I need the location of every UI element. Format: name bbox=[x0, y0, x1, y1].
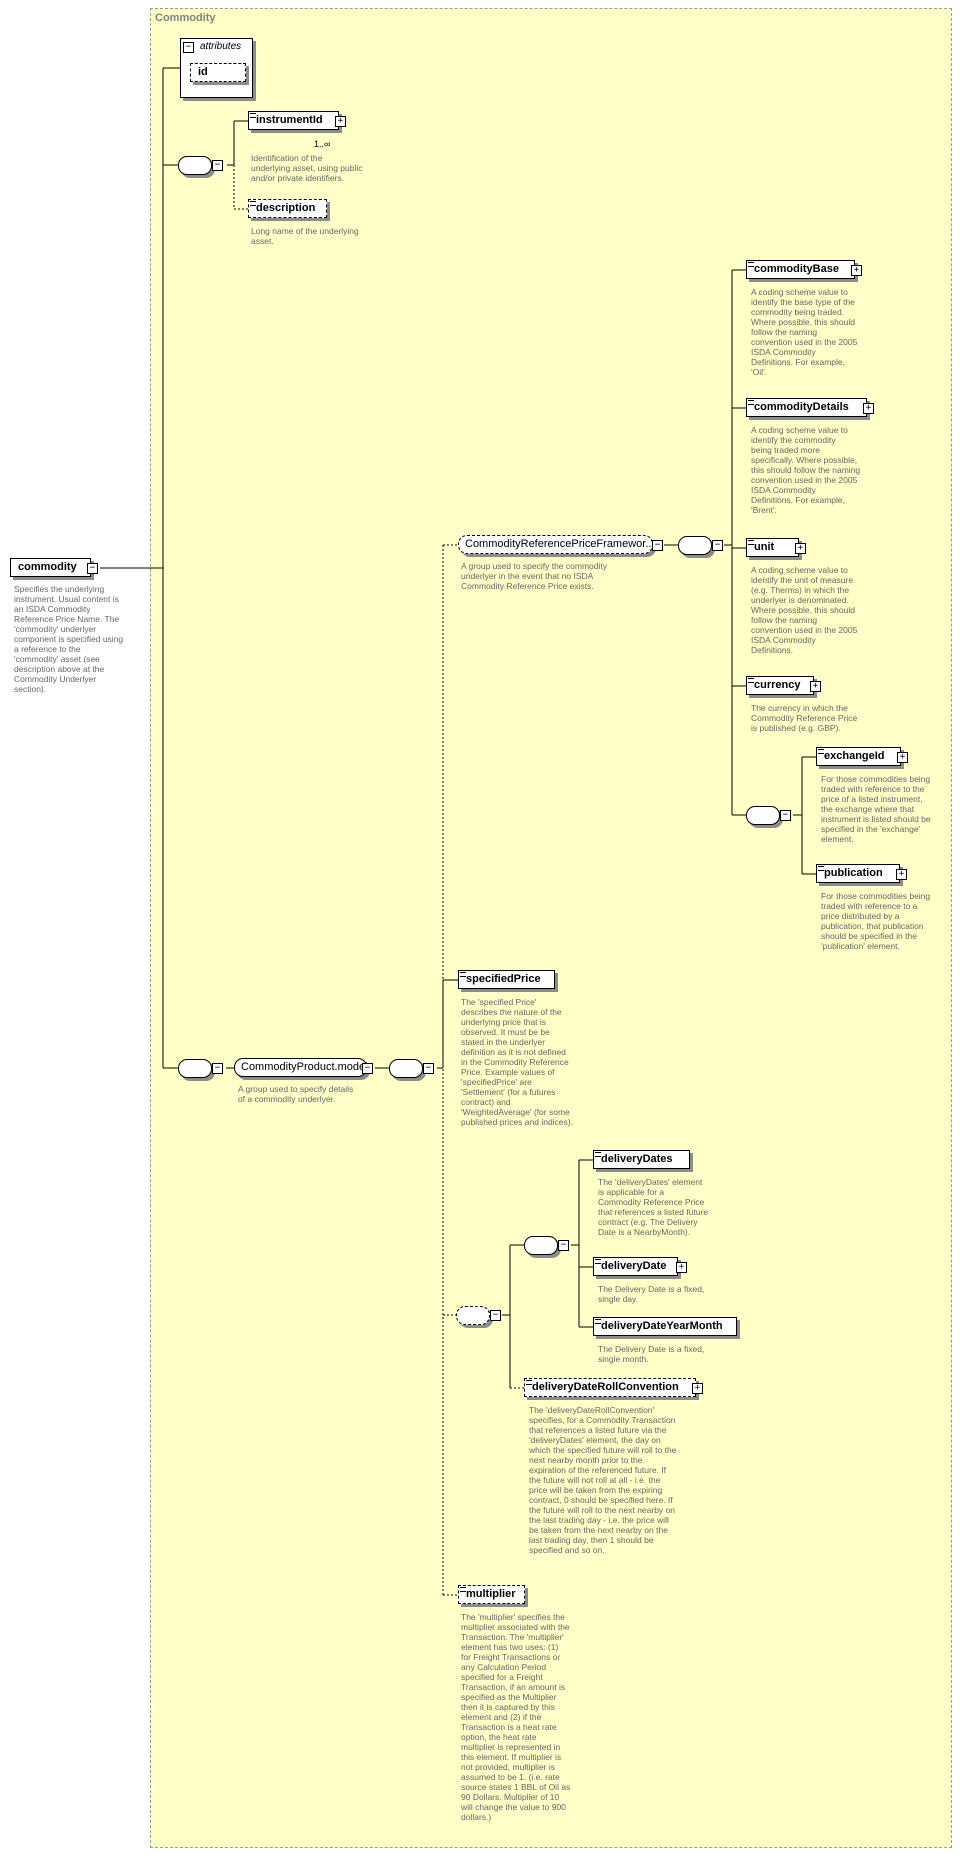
tick-icon bbox=[460, 972, 466, 977]
element-publication[interactable]: publication bbox=[816, 864, 900, 883]
element-instrumentId[interactable]: instrumentId bbox=[248, 111, 339, 130]
sequence-compositor-icon bbox=[389, 1059, 423, 1078]
commodity-product-model-collapse-toggle[interactable]: − bbox=[362, 1063, 373, 1074]
choice-collapse-toggle[interactable]: − bbox=[558, 1240, 569, 1251]
deliveryDateYearMonth-doc: The Delivery Date is a fixed, single mon… bbox=[598, 1344, 705, 1364]
sequence-collapse-toggle[interactable]: − bbox=[490, 1310, 501, 1321]
instrumentId-doc: Identification of the underlying asset, … bbox=[251, 153, 363, 183]
tick-icon bbox=[595, 1319, 601, 1324]
optional-sequence-compositor-icon bbox=[456, 1306, 490, 1325]
element-commodityBase[interactable]: commodityBase bbox=[746, 260, 855, 279]
tick-icon bbox=[526, 1380, 532, 1385]
unit-doc: A coding scheme value to identify the un… bbox=[751, 565, 858, 655]
element-specifiedPrice[interactable]: specifiedPrice bbox=[458, 970, 555, 989]
sequence-compositor-icon bbox=[178, 156, 212, 175]
attributes-collapse-toggle[interactable]: − bbox=[183, 42, 194, 53]
multiplier-doc: The 'multiplier' specifies the multiplie… bbox=[461, 1612, 571, 1822]
unit-expand-toggle[interactable]: + bbox=[795, 543, 806, 554]
tick-icon bbox=[748, 400, 754, 405]
element-currency[interactable]: currency bbox=[746, 676, 814, 695]
commodity-collapse-toggle[interactable]: − bbox=[87, 563, 98, 574]
deliveryDate-doc: The Delivery Date is a fixed, single day… bbox=[598, 1284, 705, 1304]
element-exchangeId[interactable]: exchangeId bbox=[816, 747, 901, 766]
attribute-id[interactable]: id bbox=[190, 63, 246, 82]
sequence-compositor-icon bbox=[178, 1059, 212, 1078]
element-deliveryDates[interactable]: deliveryDates bbox=[593, 1150, 690, 1169]
tick-icon bbox=[748, 540, 754, 545]
framework-collapse-toggle[interactable]: − bbox=[652, 540, 663, 551]
publication-expand-toggle[interactable]: + bbox=[896, 869, 907, 880]
sequence-collapse-toggle[interactable]: − bbox=[712, 540, 723, 551]
framework-doc: A group used to specify the commodity un… bbox=[461, 561, 607, 591]
deliveryDateRollConvention-expand-toggle[interactable]: + bbox=[692, 1383, 703, 1394]
tick-icon bbox=[818, 866, 824, 871]
instrumentId-expand-toggle[interactable]: + bbox=[335, 116, 346, 127]
commodityDetails-expand-toggle[interactable]: + bbox=[863, 403, 874, 414]
choice-compositor-icon bbox=[524, 1236, 558, 1255]
element-deliveryDateYearMonth[interactable]: deliveryDateYearMonth bbox=[593, 1317, 737, 1336]
element-deliveryDate[interactable]: deliveryDate bbox=[593, 1257, 678, 1276]
group-commodity-product-model[interactable]: CommodityProduct.model bbox=[234, 1058, 368, 1077]
tick-icon bbox=[748, 262, 754, 267]
instrumentId-multiplicity: 1..∞ bbox=[314, 139, 331, 149]
element-commodityDetails[interactable]: commodityDetails bbox=[746, 398, 867, 417]
element-description[interactable]: description bbox=[248, 199, 327, 218]
element-multiplier[interactable]: multiplier bbox=[458, 1585, 525, 1604]
element-unit[interactable]: unit bbox=[746, 538, 799, 557]
currency-expand-toggle[interactable]: + bbox=[810, 681, 821, 692]
deliveryDateRollConvention-doc: The 'deliveryDateRollConvention' specifi… bbox=[529, 1405, 677, 1555]
attributes-label: attributes bbox=[200, 41, 242, 52]
description-doc: Long name of the underlying asset. bbox=[251, 226, 359, 246]
tick-icon bbox=[818, 749, 824, 754]
diagram-title: Commodity bbox=[155, 12, 216, 24]
tick-icon bbox=[250, 113, 256, 118]
sequence-collapse-toggle[interactable]: − bbox=[212, 160, 223, 171]
commodity-product-model-doc: A group used to specify details of a com… bbox=[238, 1084, 354, 1104]
choice-collapse-toggle[interactable]: − bbox=[780, 810, 791, 821]
tick-icon bbox=[595, 1259, 601, 1264]
specifiedPrice-doc: The 'specified Price' describes the natu… bbox=[461, 997, 573, 1127]
exchangeId-expand-toggle[interactable]: + bbox=[897, 752, 908, 763]
currency-doc: The currency in which the Commodity Refe… bbox=[751, 703, 858, 733]
deliveryDates-doc: The 'deliveryDates' element is applicabl… bbox=[598, 1177, 709, 1237]
tick-icon bbox=[748, 678, 754, 683]
exchangeId-doc: For those commodities being traded with … bbox=[821, 774, 931, 844]
tick-icon bbox=[250, 201, 256, 206]
commodityDetails-doc: A coding scheme value to identify the co… bbox=[751, 425, 861, 515]
element-deliveryDateRollConvention[interactable]: deliveryDateRollConvention bbox=[524, 1378, 696, 1397]
commodity-doc: Specifies the underlying instrument. Usu… bbox=[14, 584, 124, 694]
commodityBase-expand-toggle[interactable]: + bbox=[851, 265, 862, 276]
sequence-collapse-toggle[interactable]: − bbox=[212, 1063, 223, 1074]
tick-icon bbox=[460, 1587, 466, 1592]
sequence-compositor-icon bbox=[678, 536, 712, 555]
publication-doc: For those commodities being traded with … bbox=[821, 891, 931, 951]
choice-compositor-icon bbox=[746, 806, 780, 825]
deliveryDate-expand-toggle[interactable]: + bbox=[676, 1262, 687, 1273]
commodity-diagram-frame bbox=[150, 8, 952, 1848]
group-commodity-reference-price-framework[interactable]: CommodityReferencePriceFramewor... bbox=[458, 535, 655, 554]
tick-icon bbox=[595, 1152, 601, 1157]
commodityBase-doc: A coding scheme value to identify the ba… bbox=[751, 287, 858, 377]
element-commodity[interactable]: commodity bbox=[10, 558, 91, 577]
sequence-collapse-toggle[interactable]: − bbox=[423, 1063, 434, 1074]
